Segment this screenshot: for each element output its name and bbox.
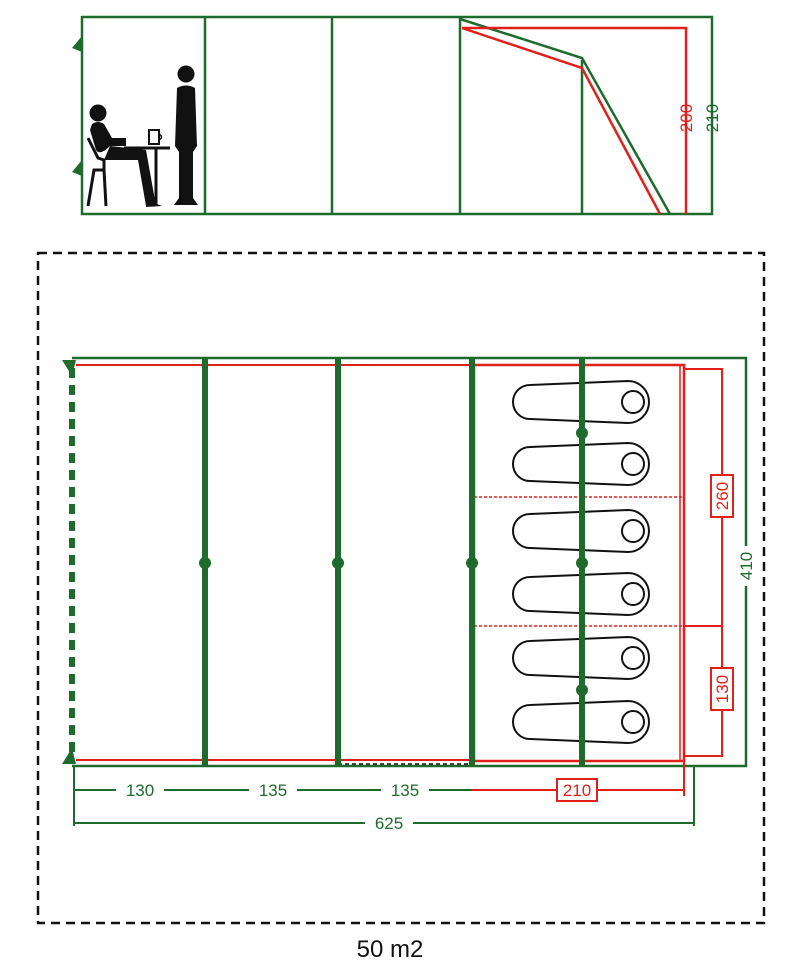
pole-joint xyxy=(576,557,588,569)
outer-tent-outline xyxy=(72,356,748,768)
sleeping-bag-icon xyxy=(512,699,650,745)
total-length-label: 625 xyxy=(375,814,403,833)
door-peg-bottom-icon xyxy=(62,748,76,764)
pole-joint xyxy=(576,427,588,439)
sleeping-bag-icon xyxy=(512,441,650,487)
pole-joint xyxy=(199,557,211,569)
living-width-2-label: 135 xyxy=(259,781,287,800)
pole-joint xyxy=(332,557,344,569)
plan-view: 260 130 410 130 135 135 210 625 xyxy=(36,251,766,925)
pole-joint xyxy=(466,557,478,569)
side-view-outline xyxy=(80,15,714,216)
sleeping-bag-icon xyxy=(512,571,650,617)
height-inner-label: 200 xyxy=(677,104,696,132)
side-view: 200 210 xyxy=(72,15,722,216)
inner-tent-line xyxy=(461,26,662,215)
outer-roof-line xyxy=(459,17,672,215)
sleeping-bag-icon xyxy=(512,379,650,425)
bedroom-large-label: 260 xyxy=(713,482,732,510)
height-outer-label: 210 xyxy=(703,104,722,132)
footprint-area-label: 50 m2 xyxy=(357,936,424,963)
bottom-dimensions xyxy=(73,761,695,833)
door-peg-top-icon xyxy=(62,360,76,376)
side-peg-top-icon xyxy=(72,36,82,52)
living-width-3-label: 135 xyxy=(391,781,419,800)
sleeping-bag-icon xyxy=(512,508,650,554)
seated-person-icon xyxy=(86,104,170,207)
inner-tent-height-line xyxy=(462,26,688,214)
footprint-outline xyxy=(36,251,766,925)
plan-poles xyxy=(199,358,588,766)
sleeping-bags xyxy=(512,379,650,745)
bedroom-small-label: 130 xyxy=(713,675,732,703)
bedroom-width-label: 210 xyxy=(563,781,591,800)
side-peg-bottom-icon xyxy=(72,160,82,176)
sleeping-bag-icon xyxy=(512,635,650,681)
right-dimensions xyxy=(684,358,754,766)
standing-person-icon xyxy=(174,65,198,205)
total-width-label: 410 xyxy=(737,552,756,580)
living-width-1-label: 130 xyxy=(126,781,154,800)
pole-joint xyxy=(576,684,588,696)
